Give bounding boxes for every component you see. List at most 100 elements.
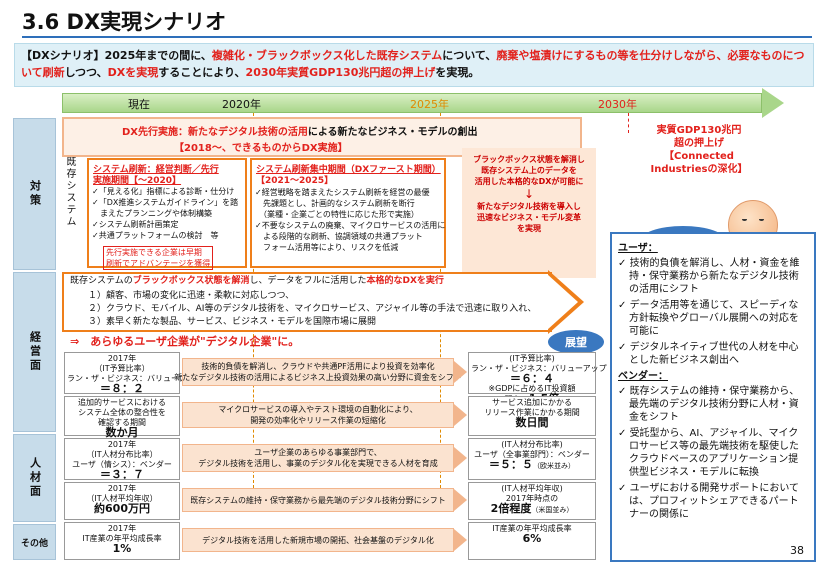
row-right-line: (IT人材平均年収) <box>501 484 563 493</box>
focus-period-box: システム刷新集中期間（DXファースト期間） 【2021～2025】 ✓経営戦略を… <box>250 158 446 268</box>
user-item: 技術的負債を解消し、人材・資金を維持・保守業務から新たなデジタル技術の活用にシフ… <box>618 257 808 296</box>
row-right-line: (IT人材分布比率) <box>501 440 563 449</box>
row-left-line: 2017年 <box>107 524 137 533</box>
row-arrowhead <box>454 404 467 426</box>
management-arrowhead-inner <box>547 274 578 330</box>
row-right-line: IT産業の年平均成長率 <box>492 524 572 533</box>
blackbox-line: を実現 <box>517 224 541 233</box>
row-arrow-text: 開発の効率化やリリース作業の短縮化 <box>250 416 386 425</box>
focus-item: フォーム活用等により、リスクを低減 <box>255 243 399 252</box>
row-left-box: 2017年（IT人材平均年収）約600万円 <box>64 482 180 520</box>
blackbox-line: 迅速なビジネス・モデル変革 <box>477 213 581 222</box>
refresh-item: ✓システム刷新計画策定 <box>92 220 179 229</box>
timeline-arrowhead <box>762 88 784 118</box>
row-right-value: 2倍程度（米国並み） <box>490 502 574 515</box>
timeline-bar <box>62 93 762 113</box>
mgmt-text: し、データをフルに活用した <box>249 276 367 286</box>
refresh-note-line: 先行実施できる企業は早期 <box>106 248 202 257</box>
banner-highlight: 2030年実質GDP130兆円超の押上げ <box>245 66 436 79</box>
blackbox-line: 既存システム上のデータを <box>481 166 577 175</box>
banner-text: 【DXシナリオ】2025年までの間に、 <box>21 49 212 62</box>
timeline-now: 現在 <box>128 98 150 111</box>
category-other: その他 <box>13 524 56 560</box>
dx-advance-text: による新たなビジネス・モデルの創出 <box>307 127 478 138</box>
dx-advance-period: 【2018～、できるものからDX実施】 <box>174 143 348 154</box>
focus-head: 【2021～2025】 <box>256 176 334 186</box>
row-arrow-text: 新たなデジタル技術の活用によるビジネス上投資効果の高い分野に資金をシフト <box>174 373 462 382</box>
row-right-line: リリース作業にかかる期間 <box>484 408 580 417</box>
refresh-head: システム刷新：経営判断／先行 <box>93 165 219 175</box>
row-arrow: 技術的負債を解消し、クラウドや共通PF活用により投資を効率化新たなデジタル技術の… <box>174 358 462 386</box>
user-item: デジタルネイティブ世代の人材を中心とした新ビジネス創出へ <box>618 341 808 367</box>
goal-line: 超の押上げ <box>674 138 724 149</box>
user-items: 技術的負債を解消し、人材・資金を維持・保守業務から新たなデジタル技術の活用にシフ… <box>618 257 808 367</box>
row-arrow: ユーザ企業のあらゆる事業部門で、デジタル技術を活用し、事業のデジタル化を実現でき… <box>182 444 454 472</box>
row-arrow-text: 既存システムの維持・保守業務から最先端のデジタル技術分野にシフト <box>190 495 446 505</box>
banner-text: しつつ、 <box>64 66 108 79</box>
eye-icon <box>742 218 747 221</box>
refresh-note-line: 刷新でアドバンテージを獲得 <box>106 259 211 268</box>
row-left-value: 1% <box>112 542 132 555</box>
banner-highlight: 廃棄や塩漬けにするもの等を仕分けしながら、必要なものについて刷新 <box>21 49 805 79</box>
blackbox-line: ブラックボックス状態を解消し <box>473 155 585 164</box>
row-right-value: 数日間 <box>515 416 549 429</box>
row-arrow-text: 技術的負債を解消し、クラウドや共通PF活用により投資を効率化 <box>201 362 435 371</box>
category-jinzai: 人材面 <box>13 434 56 522</box>
row-arrow-text: ユーザ企業のあらゆる事業部門で、 <box>254 448 382 457</box>
eye-icon <box>759 218 764 221</box>
vendor-item: 既存システムの維持・保守業務から、最先端のデジタル技術分野に人材・資金をシフト <box>618 385 808 424</box>
title-underline <box>22 36 812 38</box>
row-arrowhead <box>454 447 467 469</box>
banner-highlight: 複雑化・ブラックボックス化した既存システム <box>211 49 443 62</box>
banner-text: を実現。 <box>435 66 480 79</box>
row-left-line: 2017年 <box>107 354 137 363</box>
row-right-line: サービス追加にかかる <box>492 398 572 407</box>
blackbox-line: 活用した本格的なDXが可能に <box>474 177 584 186</box>
user-item: データ活用等を通じて、スピーディな方針転換やグローバル展開への対応を可能に <box>618 299 808 338</box>
goal-line: Industriesの深化】 <box>650 164 748 175</box>
timeline-divider <box>628 113 629 133</box>
mgmt-highlight: ブラックボックス状態を解消 <box>132 276 250 286</box>
refresh-head: 実施期間【～2020】 <box>93 176 182 186</box>
row-right-value: ＝５：５（欧米並み） <box>489 458 575 471</box>
row-right-box: (IT予算比率)ラン・ザ・ビジネス：バリューアップ＝６：４※GDPに占めるIT投… <box>468 352 607 404</box>
row-left-line: ラン・ザ・ビジネス：バリューアップ <box>67 374 203 383</box>
row-left-line: 2017年 <box>107 484 137 493</box>
row-left-box: 2017年（IT予算比率）ラン・ザ・ビジネス：バリューアップ＝８：２ <box>64 352 203 394</box>
refresh-item: ✓共通プラットフォームの検討 等 <box>92 231 219 240</box>
refresh-item: ✓「DX推進システムガイドライン」を踏 <box>92 198 239 207</box>
management-item: １）顧客、市場の変化に迅速・柔軟に対応しつつ、 <box>88 291 295 301</box>
management-item: ３）素早く新たな製品、サービス、ビジネス・モデルを国際市場に展開 <box>88 317 377 327</box>
page-title: 3.6 DX実現シナリオ <box>22 10 227 34</box>
down-arrow-icon: ↓ <box>523 187 535 201</box>
mgmt-text: 既存システムの <box>70 276 133 286</box>
row-left-value: 約600万円 <box>94 502 150 515</box>
row-right-line: ※GDPに占めるIT投資額 <box>488 384 576 393</box>
goal-line: 実質GDP130兆円 <box>656 125 742 136</box>
banner-highlight: DXを実現 <box>107 66 159 79</box>
row-right-line: ユーザ（全事業部門）：ベンダー <box>474 450 590 459</box>
timeline-2030: 2030年 <box>598 98 637 111</box>
system-refresh-box: システム刷新：経営判断／先行 実施期間【～2020】 ✓「見える化」指標による診… <box>87 158 247 270</box>
row-arrow-text: デジタル技術を活用した新規市場の開拓、社会基盤のデジタル化 <box>202 535 434 545</box>
banner-text: することにより、 <box>158 66 246 79</box>
focus-item: 先課題とし、計画的なシステム刷新を断行 <box>255 199 415 208</box>
row-right-line: 2017年時点の <box>505 494 559 503</box>
focus-items: ✓経営戦略を踏まえたシステム刷新を経営の最優 先課題とし、計画的なシステム刷新を… <box>255 187 445 253</box>
page-number: 38 <box>790 544 804 557</box>
category-keiei: 経営面 <box>13 272 56 432</box>
row-left-line: システム全体の整合性を <box>78 408 166 417</box>
row-arrowhead <box>454 489 467 511</box>
kizon-system-label: 既存システム <box>64 156 75 228</box>
row-left-line: （IT人材分布比率） <box>86 450 158 459</box>
row-left-box: 追加的サービスにおけるシステム全体の整合性を確認する期間数か月 <box>64 396 180 438</box>
row-left-line: 2017年 <box>107 440 137 449</box>
row-arrowhead <box>454 529 467 551</box>
user-head: ユーザ： <box>618 243 658 254</box>
row-left-line: （IT予算比率） <box>94 364 150 373</box>
management-head: 既存システムのブラックボックス状態を解消し、データをフルに活用した本格的なDXを… <box>70 275 444 287</box>
scenario-banner: 【DXシナリオ】2025年までの間に、複雑化・ブラックボックス化した既存システム… <box>14 43 814 87</box>
management-box <box>62 272 552 332</box>
